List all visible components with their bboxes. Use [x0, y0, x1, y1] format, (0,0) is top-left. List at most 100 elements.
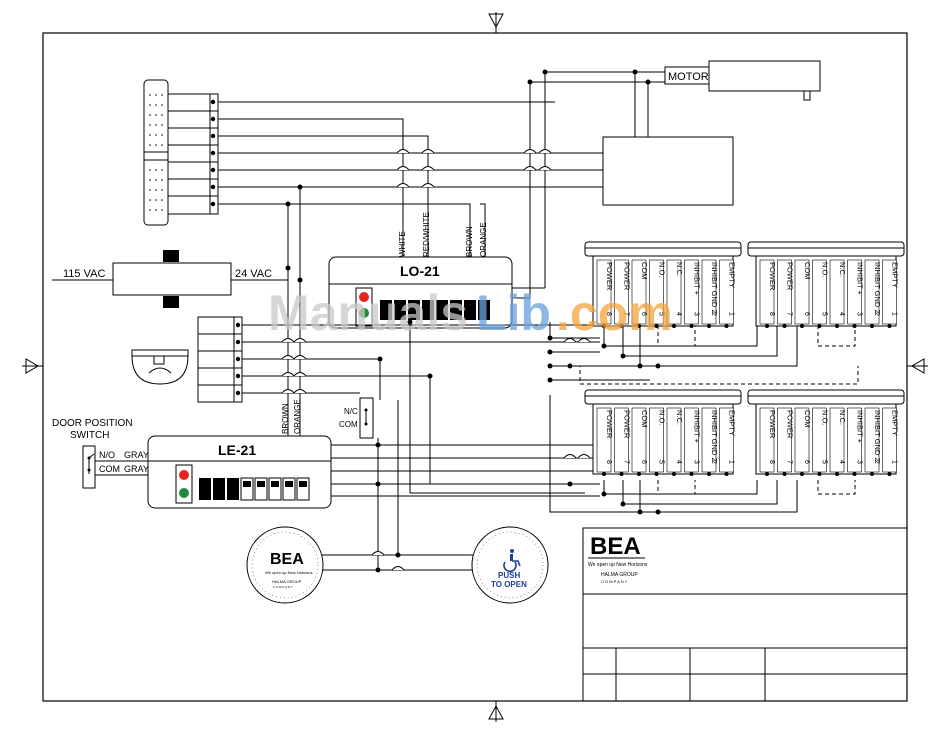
dome-sensor-icon — [131, 349, 189, 385]
terminal-screw — [765, 324, 769, 328]
terminal-label: POWER — [605, 262, 614, 291]
terminal-screw — [817, 324, 822, 328]
terminal-number: 7 — [623, 312, 630, 316]
watermark-text-1: Manuals — [268, 285, 468, 341]
terminal-label: POWER — [768, 410, 777, 439]
sensor-bar-dots — [149, 94, 163, 211]
terminal-number: 7 — [786, 312, 793, 316]
terminal-screw — [619, 472, 624, 476]
terminal-number: 6 — [803, 312, 810, 316]
door-position-label-1: DOOR POSITION — [52, 418, 133, 429]
relay-contact: N/C COM — [339, 397, 374, 439]
title-block-logo: BEA We open up New Horizons HALMA GROUP … — [588, 533, 648, 584]
terminal-screw — [800, 324, 804, 328]
gray-label-2: GRAY — [124, 464, 149, 474]
terminal-label: N.O. — [821, 262, 830, 277]
terminal-label: N.C. — [838, 262, 847, 277]
terminal-number: 6 — [640, 460, 647, 464]
terminal-label: COM — [803, 410, 812, 428]
terminal-screw — [689, 472, 694, 476]
terminal-label: INHIBIT + — [856, 262, 865, 296]
push-label-1: PUSH — [498, 571, 520, 580]
terminal-screw — [602, 324, 606, 328]
terminal-number: 5 — [658, 312, 665, 316]
terminal-screw — [887, 324, 892, 328]
terminal-number: 5 — [821, 460, 828, 464]
push-plate-company-1: HALMA GROUP — [272, 579, 302, 584]
terminal-number: 5 — [821, 312, 828, 316]
terminal-label: POWER — [623, 262, 632, 291]
terminal-screw — [654, 472, 659, 476]
terminal-number: 4 — [675, 312, 682, 316]
terminal-screw — [654, 324, 659, 328]
brown2-label: BROWN — [281, 403, 290, 434]
terminal-number: 4 — [838, 460, 845, 464]
dashed-wiring — [570, 325, 859, 495]
terminal-screw — [852, 472, 857, 476]
orange2-label: ORANGE — [293, 399, 302, 434]
terminal-screw — [817, 472, 822, 476]
le21-green-led — [179, 488, 189, 498]
junction-dots — [285, 69, 661, 573]
terminal-number: 3 — [693, 460, 700, 464]
terminal-label: INHIBIT + — [693, 410, 702, 444]
terminal-screw — [887, 472, 892, 476]
push-plate-company-2: C O M P A N Y — [273, 585, 293, 589]
terminal-number: 2 — [873, 460, 880, 464]
orange-label: ORANGE — [479, 222, 488, 257]
terminal-number: 6 — [640, 312, 647, 316]
bea-tagline: We open up New Horizons — [588, 562, 648, 568]
terminal-label: N.O. — [658, 262, 667, 277]
no-label: N/O — [99, 450, 115, 460]
terminal-screw — [870, 324, 874, 328]
le21-module: LE-21 — [147, 435, 332, 509]
vac24-label: 24 VAC — [235, 268, 272, 280]
motor-assembly: MOTOR — [602, 60, 821, 206]
terminal-screw — [672, 472, 676, 476]
terminal-label: POWER — [786, 410, 795, 439]
registration-marks — [22, 12, 928, 722]
le21-title: LE-21 — [218, 442, 256, 458]
terminal-label: COM — [803, 262, 812, 280]
terminal-number: 3 — [693, 312, 700, 316]
terminal-number: 7 — [786, 460, 793, 464]
terminal-number: 3 — [856, 312, 863, 316]
terminal-label: POWER — [786, 262, 795, 291]
terminal-screw — [870, 472, 874, 476]
terminal-label: POWER — [623, 410, 632, 439]
terminal-label: POWER — [768, 262, 777, 291]
terminal-label: N.C. — [675, 262, 684, 277]
terminal-number: 2 — [873, 312, 880, 316]
sensor-terminal-screws — [235, 322, 241, 396]
terminal-number: 1 — [891, 312, 898, 316]
push-label-2: TO OPEN — [491, 580, 527, 589]
terminal-label: INHIBIT GND 2 — [873, 410, 882, 462]
terminal-screw — [782, 472, 787, 476]
terminal-number: 2 — [710, 460, 717, 464]
terminal-screw — [637, 472, 641, 476]
terminal-label: INHIBIT + — [693, 262, 702, 296]
terminal-label: EMPTY — [728, 410, 737, 436]
door-position-switch: DOOR POSITION SWITCH N/O COM GRAY GRAY — [52, 418, 149, 489]
terminal-screw — [707, 324, 711, 328]
terminal-screw — [835, 324, 839, 328]
watermark-text-3: .com — [556, 285, 673, 341]
com2-label: COM — [339, 420, 358, 429]
terminal-number: 8 — [768, 460, 775, 464]
bea-company-2: C O M P A N Y — [601, 579, 628, 584]
door-position-label-2: SWITCH — [70, 430, 109, 441]
terminal-screw — [724, 324, 729, 328]
bea-company-1: HALMA GROUP — [601, 572, 638, 578]
terminal-screw — [782, 324, 787, 328]
red-white-label: RED/WHITE — [422, 212, 431, 257]
terminal-screw — [800, 472, 804, 476]
wheelchair-icon — [503, 549, 521, 573]
lo21-title: LO-21 — [400, 263, 440, 279]
terminal-number: 8 — [768, 312, 775, 316]
terminal-label: N.C. — [838, 410, 847, 425]
terminal-number: 7 — [623, 460, 630, 464]
